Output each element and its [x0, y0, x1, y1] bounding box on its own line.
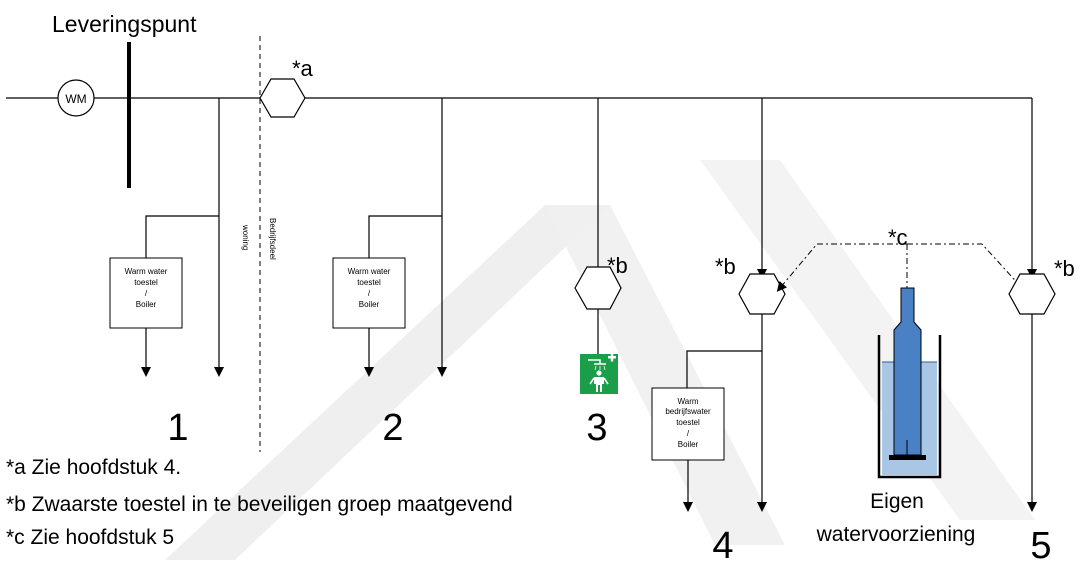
group-number-3: 3 [586, 407, 607, 449]
backflow-device-a [259, 78, 306, 118]
backflow-device-5 [1008, 273, 1056, 315]
boiler-4-line-5: Boiler [678, 440, 699, 449]
note-b: *b Zwaarste toestel in te beveiligen gro… [6, 493, 513, 516]
group-number-4: 4 [712, 525, 733, 562]
emergency-shower-icon [580, 353, 618, 394]
backflow-device-4 [738, 273, 786, 315]
group-3: *b 3 [574, 98, 628, 449]
well-label-line-2: watervoorziening [816, 523, 976, 546]
boiler-2-line-1: Warm water [348, 267, 391, 276]
boiler-2 [332, 257, 406, 329]
group-number-2: 2 [382, 407, 403, 449]
note-c: *c Zie hoofdstuk 5 [6, 526, 175, 549]
marker-b-3: *b [607, 253, 628, 278]
boiler-1-line-3: / [145, 289, 148, 298]
boiler-1-line-1: Warm water [125, 267, 168, 276]
water-meter-label: WM [65, 92, 86, 106]
marker-c: *c [888, 225, 908, 250]
boiler-2-line-2: toestel [357, 278, 381, 287]
group-number-5: 5 [1030, 525, 1051, 562]
boiler-4-line-1: Warm [677, 397, 698, 406]
group-2: Warm water toestel / Boiler 2 [332, 98, 447, 449]
well-label-line-1: Eigen [870, 490, 924, 513]
backflow-device-3 [574, 266, 622, 310]
group-1: Warm water toestel / Boiler 1 [109, 98, 224, 449]
well-illustration [877, 287, 942, 479]
group-number-1: 1 [167, 407, 188, 449]
boundary-label-woning: woning [241, 224, 250, 250]
boiler-4-line-2: bedrijfswater [665, 407, 711, 416]
marker-a: *a [292, 56, 314, 81]
boiler-4-line-3: toestel [676, 418, 700, 427]
marker-b-5: *b [1054, 256, 1075, 281]
boiler-2-line-3: / [368, 289, 371, 298]
boiler-1-line-4: Boiler [136, 300, 157, 309]
group-4: *b Warm bedrijfswater toestel / Boiler 4 [651, 98, 786, 562]
boiler-4-line-4: / [687, 429, 690, 438]
marker-b-4: *b [715, 254, 736, 279]
group-5: *b 5 [1008, 98, 1075, 562]
note-a: *a Zie hoofdstuk 4. [6, 456, 182, 479]
boundary-label-bedrijfsdeel: Bedrijfsdeel [268, 218, 277, 260]
water-meter: WM [57, 79, 95, 117]
title: Leveringspunt [52, 11, 197, 37]
boiler-1-line-2: toestel [134, 278, 158, 287]
boiler-2-line-4: Boiler [359, 300, 380, 309]
